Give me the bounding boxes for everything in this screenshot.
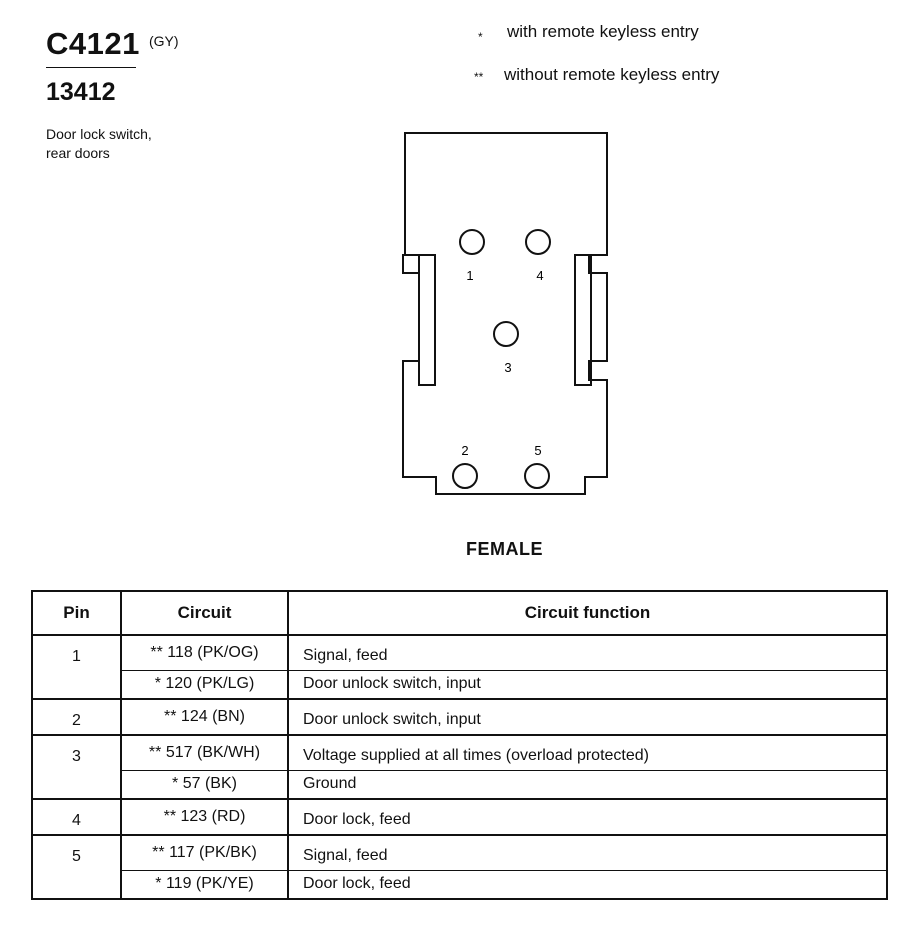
legend-text-rke: with remote keyless entry bbox=[507, 22, 699, 41]
pin-label-1: 1 bbox=[466, 268, 473, 283]
connector-gender: FEMALE bbox=[466, 539, 543, 559]
circuit-cell: * 120 (PK/LG) bbox=[120, 670, 289, 700]
table-row: * 120 (PK/LG) Door unlock switch, input bbox=[32, 670, 888, 700]
legend-mark: ** bbox=[474, 70, 484, 84]
pin-cavity-3 bbox=[493, 321, 519, 347]
circuit-cell: * 119 (PK/YE) bbox=[120, 870, 289, 900]
legend-item-no-rke: ** bbox=[474, 68, 483, 86]
pin-label-5: 5 bbox=[534, 443, 541, 458]
pin-label-2: 2 bbox=[461, 443, 468, 458]
pin-cavity-1 bbox=[459, 229, 485, 255]
circuit-cell: ** 123 (RD) bbox=[120, 799, 289, 836]
table-row: 2 ** 124 (BN) Door unlock switch, input bbox=[31, 699, 888, 736]
pin-cell: 3 bbox=[31, 735, 122, 800]
table-row: 4 ** 123 (RD) Door lock, feed bbox=[31, 799, 888, 836]
legend-item-rke: * bbox=[478, 28, 483, 46]
pin-label-4: 4 bbox=[536, 268, 543, 283]
function-cell: Signal, feed bbox=[287, 835, 888, 871]
pin-cell: 5 bbox=[31, 835, 122, 900]
circuit-cell: ** 517 (BK/WH) bbox=[120, 735, 289, 771]
pin-cell: 2 bbox=[31, 699, 122, 736]
table-header-row: Pin Circuit Circuit function bbox=[31, 590, 888, 636]
function-cell: Ground bbox=[287, 770, 888, 800]
legend-mark: * bbox=[478, 30, 483, 44]
latch-slot-right bbox=[574, 254, 592, 386]
function-cell: Door unlock switch, input bbox=[287, 670, 888, 700]
connector-face-diagram: 1 4 3 2 5 bbox=[402, 132, 608, 495]
connector-outline bbox=[402, 132, 608, 495]
table-row: 1 ** 118 (PK/OG) Signal, feed bbox=[31, 635, 888, 700]
table-row: 3 ** 517 (BK/WH) Voltage supplied at all… bbox=[31, 735, 888, 800]
part-number: 13412 bbox=[46, 78, 116, 106]
pin-cell: 4 bbox=[31, 799, 122, 836]
pin-label-3: 3 bbox=[504, 360, 511, 375]
title-divider bbox=[46, 67, 136, 68]
connector-color: (GY) bbox=[149, 33, 179, 49]
circuit-cell: ** 117 (PK/BK) bbox=[120, 835, 289, 871]
connector-id: C4121 bbox=[46, 26, 140, 61]
table-row: * 119 (PK/YE) Door lock, feed bbox=[32, 870, 888, 900]
pin-cavity-4 bbox=[525, 229, 551, 255]
pin-cavity-2 bbox=[452, 463, 478, 489]
header-circuit: Circuit bbox=[120, 590, 289, 636]
function-cell: Signal, feed bbox=[287, 635, 888, 671]
header-pin: Pin bbox=[31, 590, 122, 636]
circuit-cell: ** 118 (PK/OG) bbox=[120, 635, 289, 671]
circuit-cell: * 57 (BK) bbox=[120, 770, 289, 800]
legend-text-no-rke: without remote keyless entry bbox=[504, 65, 720, 84]
table-row: 5 ** 117 (PK/BK) Signal, feed bbox=[31, 835, 888, 900]
circuit-cell: ** 124 (BN) bbox=[120, 699, 289, 736]
pinout-table: Pin Circuit Circuit function 1 ** 118 (P… bbox=[31, 590, 888, 900]
pin-cavity-5 bbox=[524, 463, 550, 489]
function-cell: Door lock, feed bbox=[287, 799, 888, 836]
connector-description: Door lock switch, rear doors bbox=[46, 126, 152, 161]
latch-slot-left bbox=[418, 254, 436, 386]
header-circuit-function: Circuit function bbox=[287, 590, 888, 636]
pin-cell: 1 bbox=[31, 635, 122, 700]
table-row: * 57 (BK) Ground bbox=[32, 770, 888, 800]
function-cell: Door unlock switch, input bbox=[287, 699, 888, 736]
function-cell: Voltage supplied at all times (overload … bbox=[287, 735, 888, 771]
function-cell: Door lock, feed bbox=[287, 870, 888, 900]
